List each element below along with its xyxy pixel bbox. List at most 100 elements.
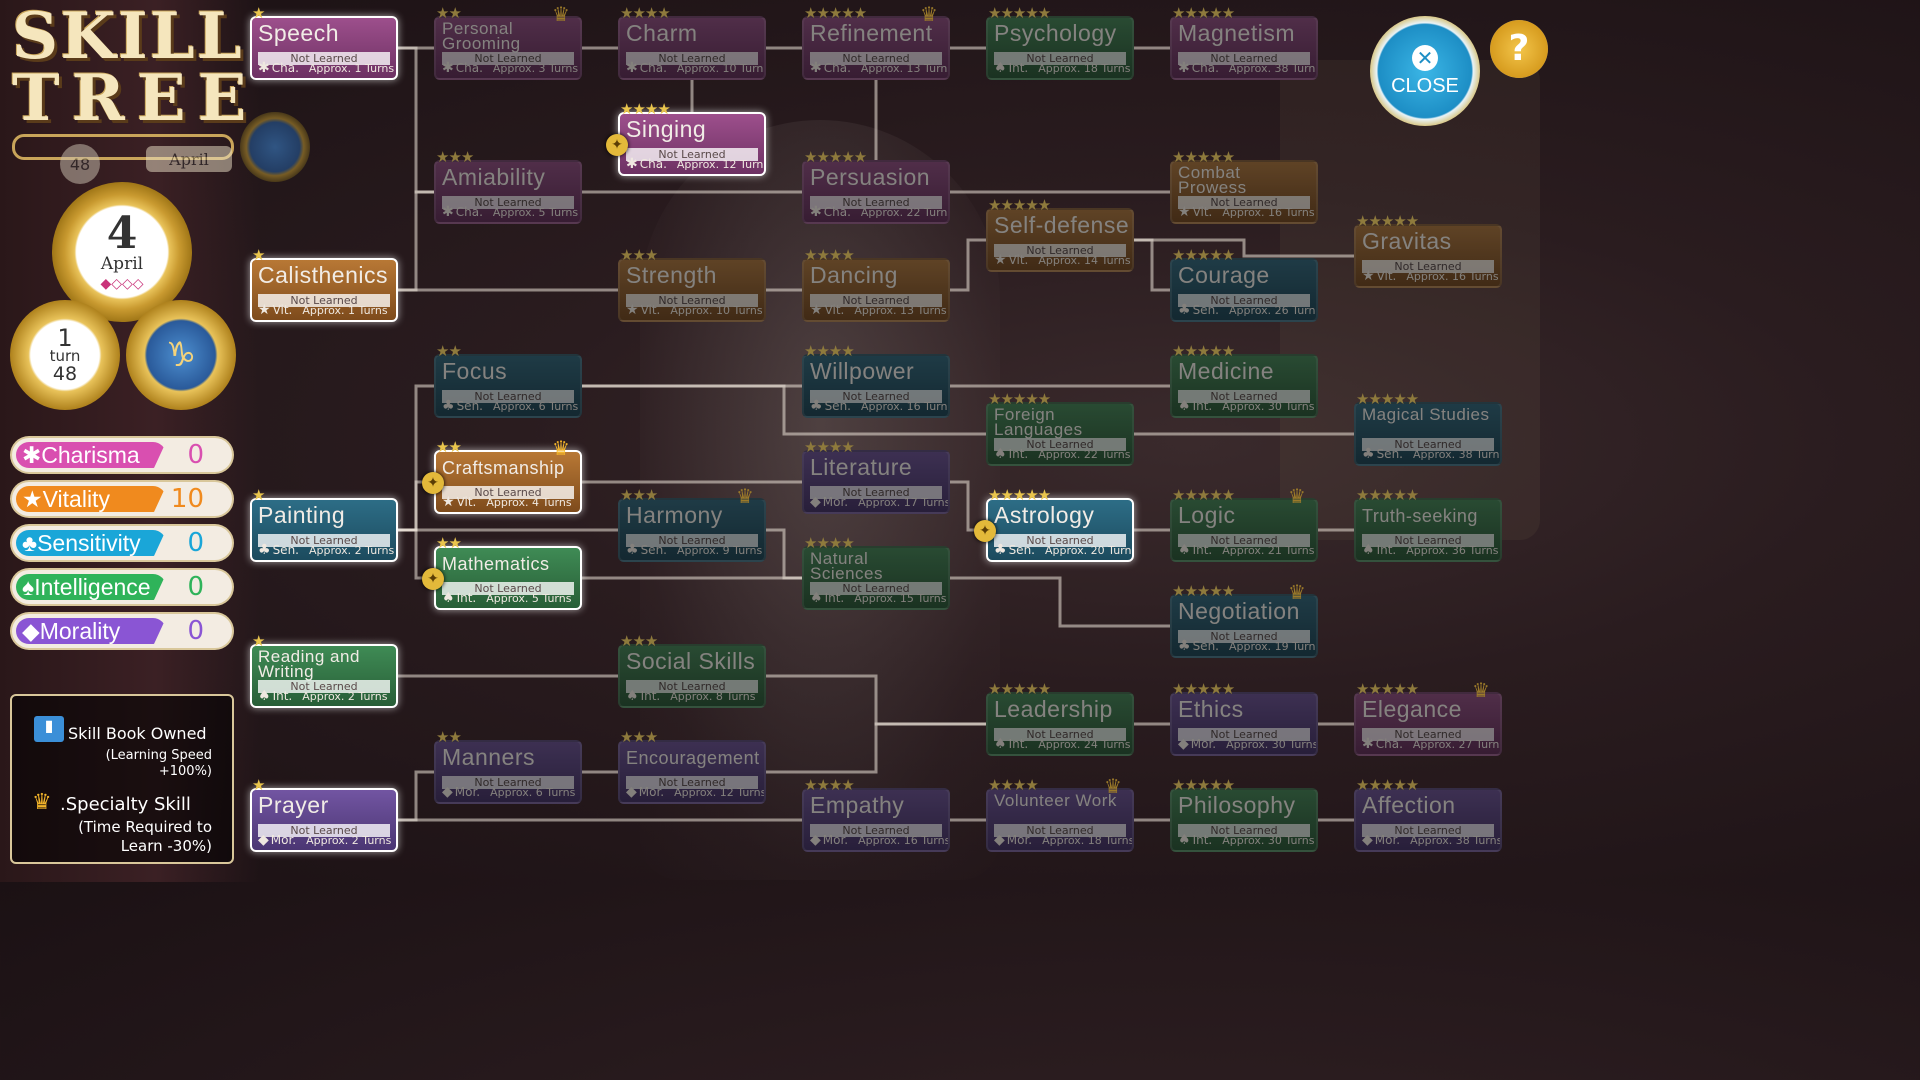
logo-line-2: TREE — [12, 61, 259, 136]
skill-footer: ♣Sen.Approx. 2 Turns — [258, 542, 394, 558]
stat-name: Vitality — [42, 486, 110, 512]
skill-footer: ♠Int.Approx. 30 Turns — [1178, 398, 1314, 414]
skill-stat-label: Sen. — [640, 543, 667, 557]
turn-current: 1 — [57, 323, 73, 352]
stat-type-icon: ◆ — [626, 784, 637, 800]
charisma-icon: ✱ — [22, 442, 42, 468]
skill-stat-label: Mor. — [1190, 737, 1217, 751]
zodiac-sign-icon: ♑ — [126, 300, 236, 410]
specialty-crown-icon: ♛ — [552, 436, 570, 460]
stat-label-charisma: ✱Charisma — [16, 442, 166, 468]
skill-footer: ♣Sen.Approx. 9 Turns — [626, 542, 762, 558]
skill-turns: Approx. 19 Turns — [1228, 640, 1318, 653]
difficulty-stars: ★★ — [436, 342, 462, 360]
stat-name: Morality — [39, 618, 121, 644]
skill-footer: ✱Cha.Approx. 3 Turns — [442, 60, 579, 76]
skill-name: Truth-seeking — [1362, 506, 1478, 526]
calendar-day: 4 — [106, 208, 138, 259]
skill-status: Not Learned — [810, 824, 942, 837]
skill-stat-label: Cha. — [823, 61, 851, 75]
skill-name: Singing — [626, 116, 707, 142]
skill-stat-label: Int. — [456, 591, 477, 605]
difficulty-stars: ★★★★★ — [1356, 776, 1419, 794]
skill-stat-label: Vit. — [1376, 269, 1397, 283]
specialty-crown-icon: ♛ — [1104, 774, 1122, 798]
difficulty-stars: ★★★★ — [620, 4, 671, 22]
stat-type-icon: ✱ — [442, 204, 454, 220]
skill-turns: Approx. 12 Turns — [676, 158, 766, 171]
skill-footer: ♠Int.Approx. 30 Turns — [1178, 832, 1314, 848]
stat-type-icon: ♠ — [1178, 398, 1191, 414]
skill-turns: Approx. 18 Turns — [1042, 834, 1134, 847]
stat-type-icon: ♣ — [994, 542, 1007, 558]
skill-footer: ♣Sen.Approx. 16 Turns — [810, 398, 948, 414]
stat-type-icon: ✱ — [1178, 60, 1190, 76]
skill-name: Courage — [1178, 262, 1270, 288]
help-button[interactable]: ? — [1490, 20, 1548, 78]
skill-turns: Approx. 14 Turns — [1038, 254, 1131, 267]
connector-encouragement-leadership — [766, 722, 986, 774]
skill-name: Dancing — [810, 262, 898, 288]
stat-type-icon: ♠ — [810, 590, 823, 606]
skill-stat-label: Int. — [824, 591, 845, 605]
close-button[interactable]: ✕ CLOSE — [1370, 16, 1480, 126]
stat-type-icon: ♣ — [1362, 446, 1375, 462]
skill-turns: Approx. 3 Turns — [492, 62, 579, 75]
skill-turns: Approx. 10 Turns — [676, 62, 766, 75]
stat-type-icon: ♣ — [442, 398, 455, 414]
skill-stat-label: Mor. — [1006, 833, 1033, 847]
stat-value: 0 — [187, 616, 204, 646]
connector-social-skills-leadership — [766, 674, 986, 726]
skill-turns: Approx. 4 Turns — [486, 496, 572, 509]
skill-name: Harmony — [626, 502, 723, 528]
skill-status: Not Learned — [810, 52, 942, 65]
skill-turns: Approx. 2 Turns — [306, 834, 392, 847]
legend-specialty-detail-2: Learn -30%) — [120, 837, 212, 855]
